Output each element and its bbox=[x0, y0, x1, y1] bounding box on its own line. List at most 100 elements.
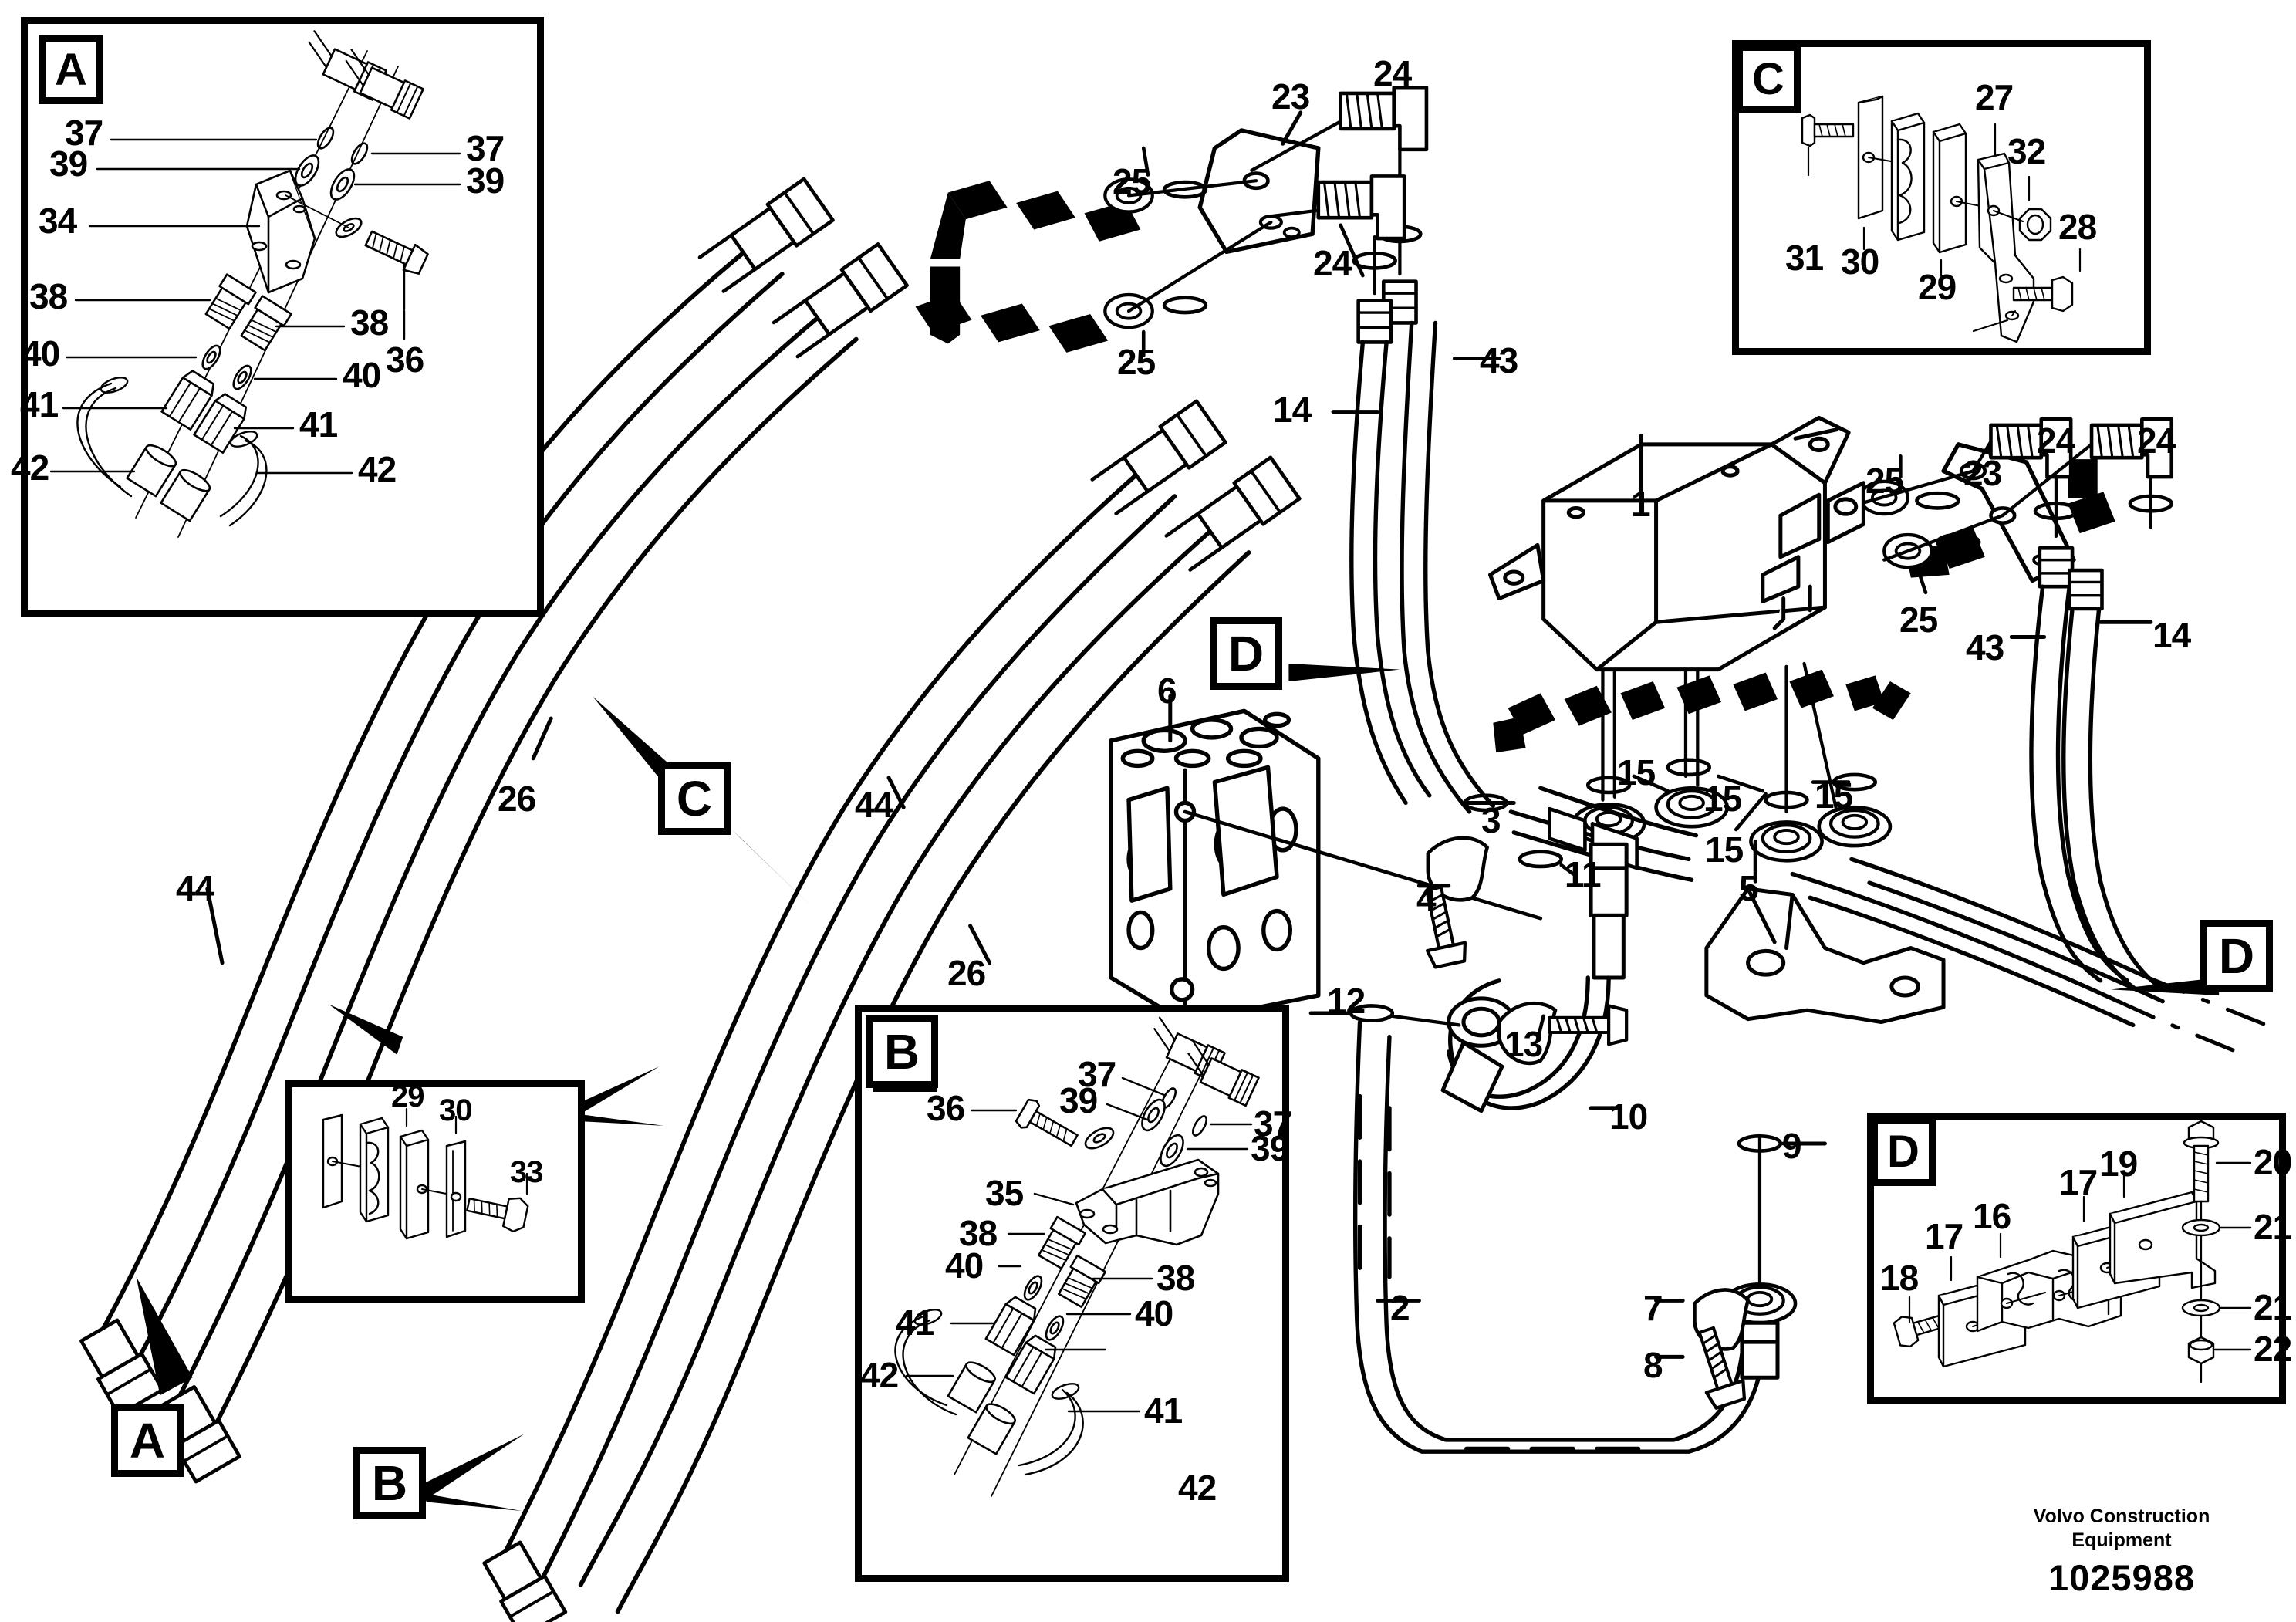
callout-20: 20 bbox=[2254, 1142, 2292, 1182]
callout-43: 43 bbox=[1480, 340, 1518, 380]
callout-42: 42 bbox=[860, 1355, 899, 1395]
callout-37: 37 bbox=[1078, 1054, 1116, 1094]
callout-40: 40 bbox=[22, 333, 60, 373]
document-part-number: 1025988 bbox=[2048, 1557, 2195, 1598]
callout-25: 25 bbox=[1866, 461, 1904, 501]
callout-29: 29 bbox=[391, 1080, 424, 1113]
callout-24: 24 bbox=[2037, 421, 2075, 461]
panel-a-lineart bbox=[49, 30, 461, 538]
callout-42: 42 bbox=[358, 449, 397, 489]
panel-c-top-letter: C bbox=[1736, 44, 1801, 113]
panel-b-lineart bbox=[894, 1016, 1260, 1497]
callout-32: 32 bbox=[2007, 131, 2046, 171]
callout-13: 13 bbox=[1504, 1024, 1543, 1064]
callout-7: 7 bbox=[1643, 1288, 1663, 1328]
callout-3: 3 bbox=[1481, 800, 1501, 840]
callout-14: 14 bbox=[1273, 390, 1312, 430]
callout-15: 15 bbox=[1705, 830, 1744, 870]
callout-41: 41 bbox=[20, 384, 59, 424]
callout-42: 42 bbox=[11, 448, 49, 488]
callout-8: 8 bbox=[1643, 1345, 1663, 1385]
callout-33: 33 bbox=[510, 1155, 543, 1189]
callout-22: 22 bbox=[2254, 1329, 2292, 1369]
callout-41: 41 bbox=[299, 404, 338, 444]
callout-44: 44 bbox=[176, 868, 214, 908]
callout-39: 39 bbox=[1251, 1128, 1289, 1168]
callout-24: 24 bbox=[2137, 421, 2176, 461]
footer-block: Volvo Construction Equipment 1025988 bbox=[1975, 1505, 2268, 1599]
callout-5: 5 bbox=[1739, 868, 1759, 908]
marker-box-a-bottom: A bbox=[111, 1404, 184, 1477]
panel-c-inset-lineart bbox=[322, 1107, 529, 1240]
callout-38: 38 bbox=[29, 276, 68, 316]
callout-2: 2 bbox=[1390, 1288, 1410, 1328]
brand-line-1: Volvo Construction bbox=[2033, 1505, 2210, 1527]
brand-line-2: Equipment bbox=[2071, 1529, 2172, 1551]
callout-39: 39 bbox=[1059, 1080, 1098, 1120]
callout-29: 29 bbox=[1918, 267, 1957, 307]
callout-38: 38 bbox=[959, 1213, 998, 1253]
detail-panel-b: B 36 37 39 37 39 35 38 38 40 40 41 41 42… bbox=[855, 1005, 1292, 1582]
callout-1: 1 bbox=[1631, 484, 1651, 524]
callout-36: 36 bbox=[386, 340, 424, 380]
callout-19: 19 bbox=[2099, 1144, 2138, 1184]
callout-37: 37 bbox=[466, 128, 505, 168]
marker-box-b-bottom: B bbox=[353, 1447, 426, 1519]
callout-40: 40 bbox=[1135, 1293, 1173, 1333]
callout-10: 10 bbox=[1609, 1097, 1648, 1137]
callout-17: 17 bbox=[2059, 1162, 2098, 1202]
callout-39: 39 bbox=[466, 161, 505, 201]
callout-26: 26 bbox=[947, 953, 986, 993]
callout-37: 37 bbox=[65, 113, 103, 153]
marker-box-d-right: D bbox=[2200, 920, 2273, 992]
callout-26: 26 bbox=[498, 779, 536, 819]
callout-15: 15 bbox=[1703, 779, 1742, 819]
marker-box-c-center: C bbox=[658, 762, 731, 835]
callout-24: 24 bbox=[1313, 243, 1352, 283]
callout-25: 25 bbox=[1899, 600, 1938, 640]
callout-6: 6 bbox=[1157, 671, 1177, 711]
callout-21: 21 bbox=[2254, 1287, 2292, 1327]
callout-36: 36 bbox=[927, 1088, 965, 1128]
marker-box-b-panel: B bbox=[866, 1015, 938, 1088]
detail-panel-a: A 37 37 39 39 34 38 38 40 40 41 41 42 42… bbox=[11, 17, 544, 617]
panel-d-lineart bbox=[1893, 1120, 2252, 1384]
callout-40: 40 bbox=[945, 1245, 984, 1286]
callout-34: 34 bbox=[39, 201, 77, 241]
callout-14: 14 bbox=[2152, 615, 2191, 655]
callout-21: 21 bbox=[2254, 1207, 2292, 1247]
panel-a-letter: A bbox=[39, 35, 103, 104]
callout-42: 42 bbox=[1178, 1468, 1217, 1508]
callout-15: 15 bbox=[1815, 776, 1853, 816]
callout-40: 40 bbox=[343, 355, 381, 395]
callout-23: 23 bbox=[1963, 453, 2002, 493]
callout-17: 17 bbox=[1925, 1216, 1963, 1256]
callout-23: 23 bbox=[1271, 76, 1310, 117]
detail-panel-d: D 17 16 17 19 18 20 21 21 22 bbox=[1867, 1113, 2292, 1404]
callout-25: 25 bbox=[1117, 342, 1156, 382]
callout-37: 37 bbox=[1254, 1103, 1292, 1144]
detail-panel-c-top: C 31 30 29 27 32 28 bbox=[1732, 40, 2151, 355]
callout-15: 15 bbox=[1617, 752, 1656, 792]
panel-d-letter: D bbox=[1871, 1117, 1936, 1186]
callout-30: 30 bbox=[439, 1093, 472, 1127]
callout-11: 11 bbox=[1565, 854, 1602, 894]
callout-25: 25 bbox=[1113, 161, 1151, 201]
callout-38: 38 bbox=[1156, 1258, 1195, 1298]
callout-31: 31 bbox=[1785, 238, 1824, 278]
callout-41: 41 bbox=[896, 1303, 934, 1343]
callout-38: 38 bbox=[350, 302, 389, 343]
callout-16: 16 bbox=[1973, 1196, 2011, 1236]
callout-18: 18 bbox=[1880, 1258, 1919, 1298]
panel-c-top-lineart bbox=[1801, 95, 2082, 343]
callout-24: 24 bbox=[1373, 53, 1412, 93]
callout-28: 28 bbox=[2058, 207, 2097, 247]
callout-4: 4 bbox=[1416, 879, 1437, 919]
callout-44: 44 bbox=[855, 785, 893, 825]
detail-panel-c-inset: 29 30 33 bbox=[285, 1080, 585, 1303]
callout-12: 12 bbox=[1327, 981, 1366, 1021]
callout-30: 30 bbox=[1841, 242, 1879, 282]
callout-9: 9 bbox=[1782, 1126, 1802, 1166]
